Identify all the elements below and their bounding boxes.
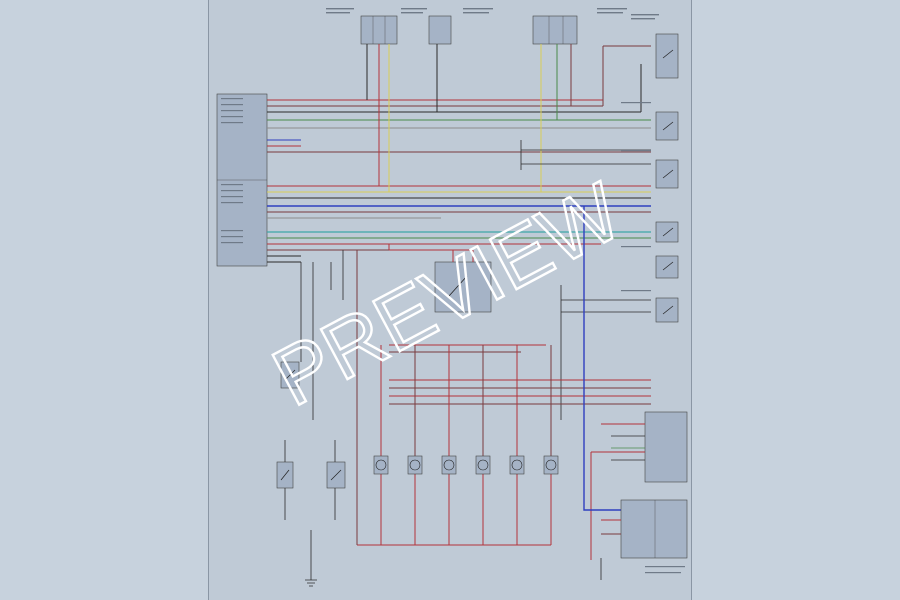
module-wires	[267, 99, 651, 263]
switch-icon	[655, 159, 679, 189]
fuse-block-icon	[532, 15, 578, 45]
mid-right-wires	[520, 140, 651, 420]
distribution-bus	[357, 344, 651, 546]
module-icon	[644, 411, 688, 483]
switch-icon	[655, 297, 679, 323]
switch-icon	[655, 221, 679, 243]
motor-icon	[475, 455, 491, 475]
control-module-left	[216, 93, 268, 267]
module-icon	[620, 499, 688, 559]
motor-drops	[356, 250, 552, 545]
motor-icon	[373, 455, 389, 475]
motor-icon	[509, 455, 525, 475]
label-placeholders	[221, 8, 685, 574]
right-switches	[655, 33, 679, 323]
top-feeds	[366, 44, 651, 192]
left-lower-switches	[276, 250, 346, 587]
top-fuse-blocks	[360, 15, 578, 45]
relay-center	[388, 244, 492, 313]
motor-icon	[441, 455, 457, 475]
wiring-diagram	[216, 8, 688, 587]
wiring-diagram-sheet	[208, 0, 692, 600]
ground-icon	[305, 579, 317, 587]
switch-icon	[655, 33, 679, 79]
relay-icon	[434, 261, 492, 313]
motor-icon	[543, 455, 559, 475]
motor-icon	[407, 455, 423, 475]
motors	[373, 455, 559, 475]
right-lower-modules	[583, 206, 688, 580]
fuse-block-icon	[360, 15, 398, 45]
fuse-block-icon	[428, 15, 452, 45]
switch-icon	[655, 111, 679, 141]
